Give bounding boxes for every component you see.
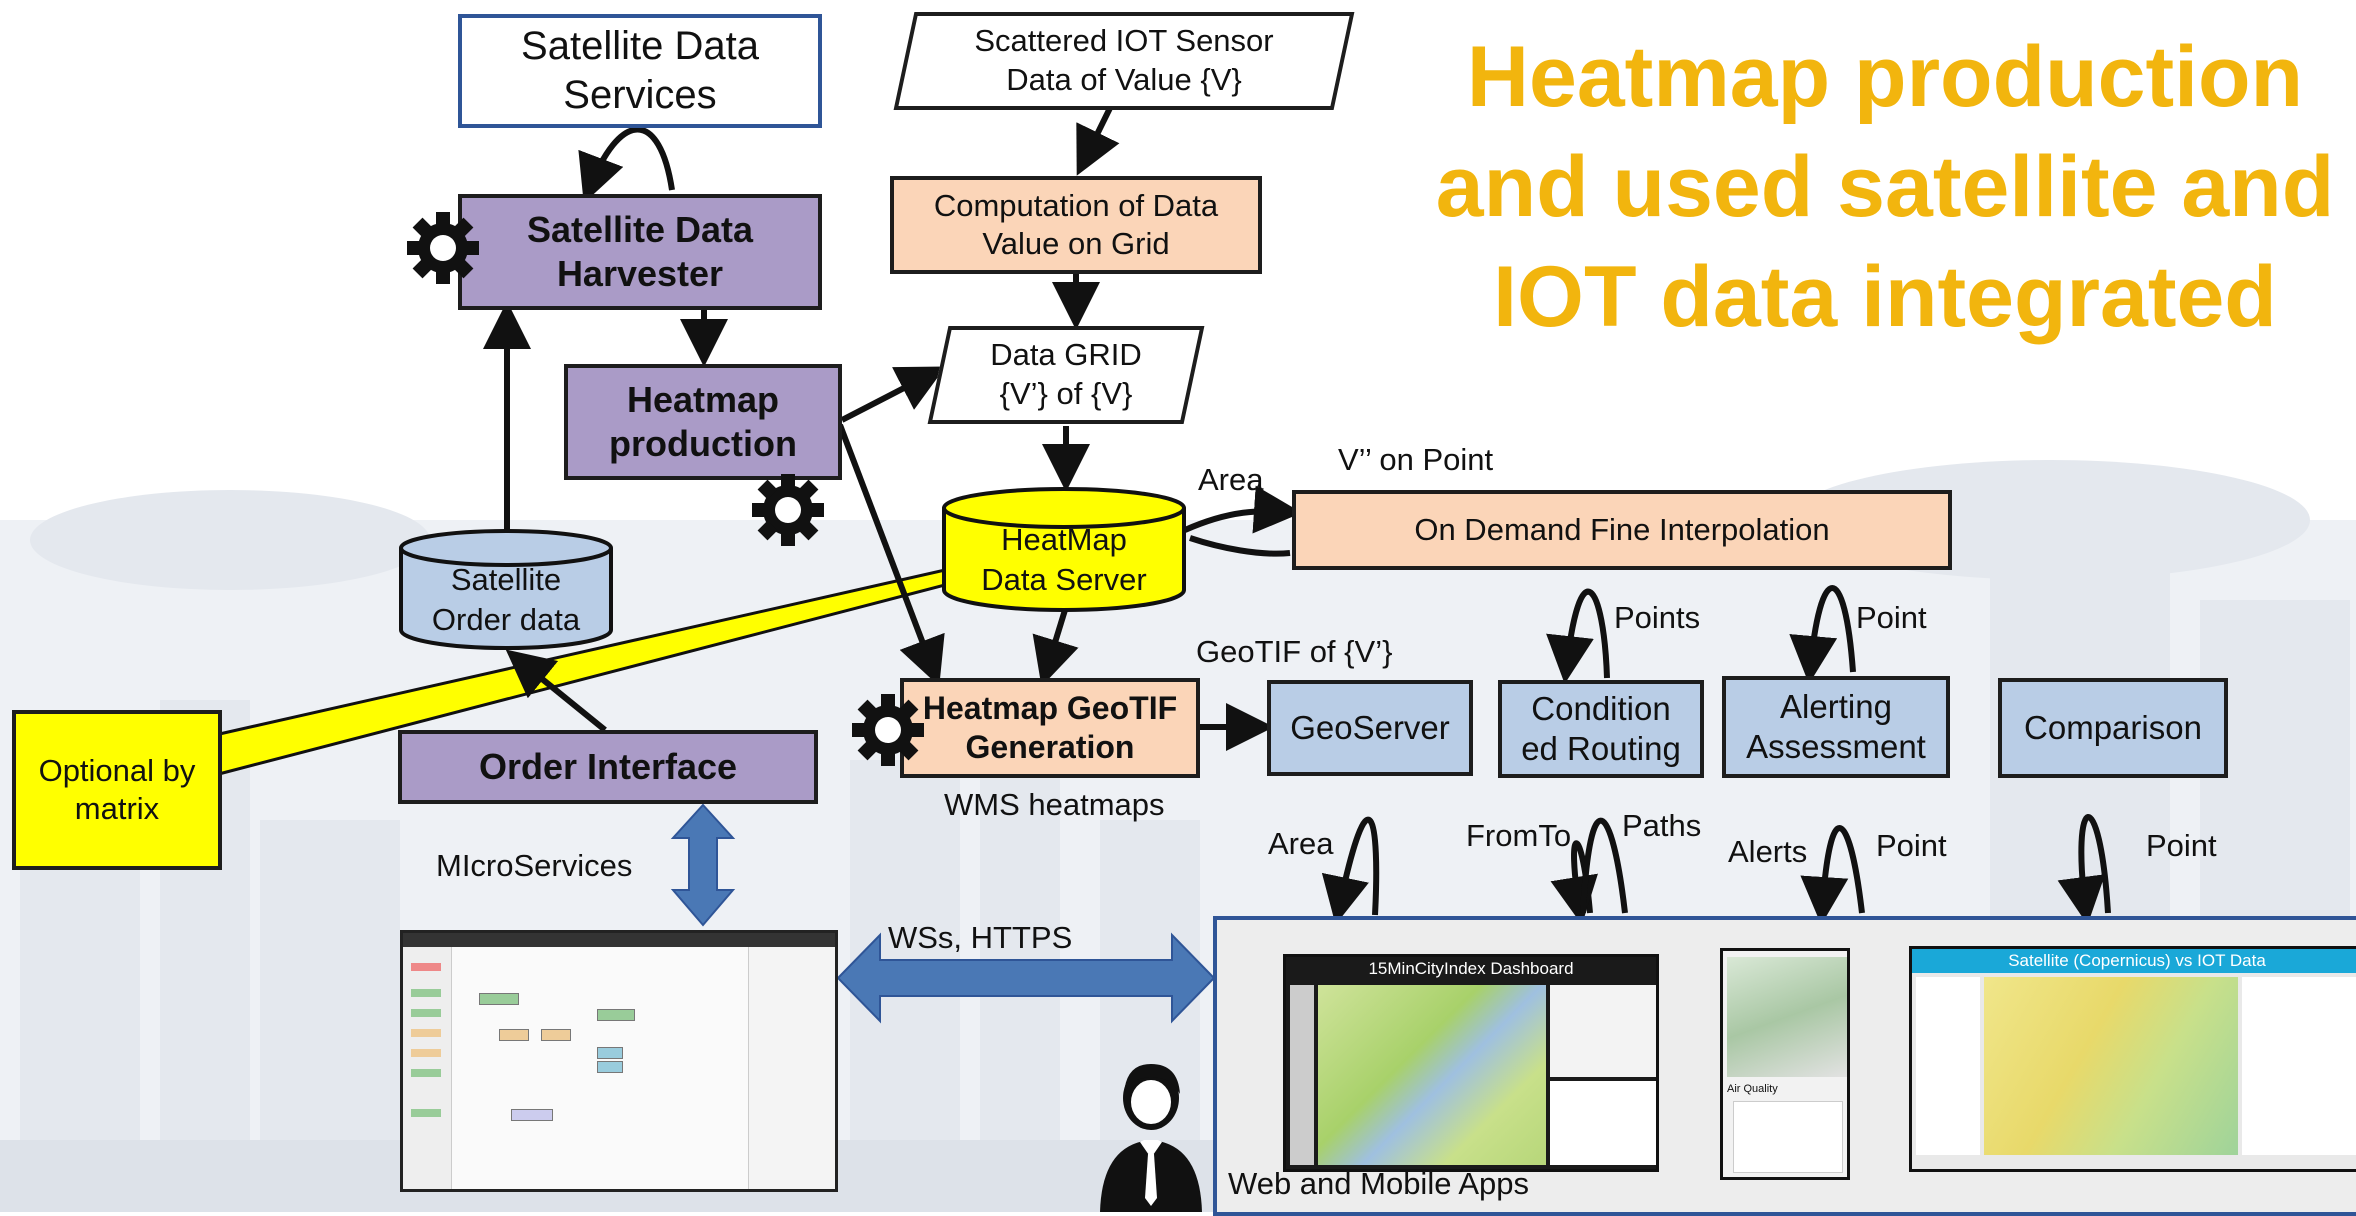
edge-server-interpolation bbox=[1183, 485, 1302, 534]
comparison-box: Comparison bbox=[1998, 678, 2228, 778]
edge-interpolation-server bbox=[1189, 535, 1291, 557]
edge-routing-points bbox=[1546, 588, 1610, 684]
mobile-label: Air Quality bbox=[1727, 1083, 1778, 1095]
web-mobile-apps-panel: 15MinCityIndex Dashboard Air Quality Sat… bbox=[1213, 916, 2356, 1216]
edge-routing-fromto bbox=[1580, 817, 1628, 914]
edge-production-geotif bbox=[837, 423, 945, 687]
on-demand-interpolation-box: On Demand Fine Interpolation bbox=[1292, 490, 1952, 570]
title-line-2: and used satellite and bbox=[1435, 139, 2335, 236]
computation-box: Computation of Data Value on Grid bbox=[890, 176, 1262, 274]
title-line-3: IOT data integrated bbox=[1493, 249, 2277, 346]
point-alerting-label: Point bbox=[1876, 828, 1947, 863]
area-top-label: Area bbox=[1198, 462, 1264, 497]
geoserver-box: GeoServer bbox=[1267, 680, 1473, 776]
order-interface-box: Order Interface bbox=[398, 730, 818, 804]
heatmap-production-box: Heatmap production bbox=[564, 364, 842, 480]
edge-geoserver-area bbox=[1321, 816, 1380, 925]
satellite-data-services-box: Satellite Data Services bbox=[458, 14, 822, 128]
heatmap-data-server-cylinder: HeatMap Data Server bbox=[941, 486, 1187, 612]
edge-production-grid bbox=[840, 366, 946, 423]
edge-alerting-point bbox=[1789, 585, 1856, 684]
paths-label: Paths bbox=[1622, 808, 1702, 843]
heatmap-geotif-generation-box: Heatmap GeoTIF Generation bbox=[900, 678, 1200, 778]
alerting-assessment-box: Alerting Assessment bbox=[1722, 676, 1950, 778]
edge-sensor-computation bbox=[1076, 106, 1120, 176]
microservices-label: MIcroServices bbox=[436, 848, 633, 883]
data-grid-parallelogram: Data GRID {V’} of {V} bbox=[927, 326, 1205, 424]
wms-heatmaps-label: WMS heatmaps bbox=[944, 787, 1165, 822]
gear-icon bbox=[852, 694, 924, 766]
mobile-screenshot: Air Quality bbox=[1720, 948, 1850, 1180]
dashboard-title: 15MinCityIndex Dashboard bbox=[1368, 959, 1574, 978]
heatmap-data-server-label: HeatMap Data Server bbox=[981, 522, 1147, 598]
sensor-data-label: Scattered IOT Sensor Data of Value {V} bbox=[974, 23, 1274, 97]
area-bottom-label: Area bbox=[1268, 826, 1334, 861]
satellite-vs-iot-title: Satellite (Copernicus) vs IOT Data bbox=[1912, 949, 2356, 973]
edge-alerting-alerts bbox=[1800, 825, 1865, 925]
point-comparison-label: Point bbox=[2146, 828, 2217, 863]
data-grid-label: Data GRID {V’} of {V} bbox=[990, 337, 1142, 411]
alerts-label: Alerts bbox=[1728, 834, 1808, 869]
title-line-1: Heatmap production bbox=[1466, 29, 2304, 125]
gear-icon bbox=[752, 474, 824, 546]
fromto-label: FromTo bbox=[1466, 818, 1572, 853]
optional-by-matrix-box: Optional by matrix bbox=[12, 710, 222, 870]
person-icon bbox=[1100, 1064, 1202, 1212]
edge-interface-orderdata bbox=[505, 649, 607, 733]
satellite-data-harvester-box: Satellite Data Harvester bbox=[458, 194, 822, 310]
gear-icon bbox=[407, 212, 479, 284]
web-mobile-apps-label: Web and Mobile Apps bbox=[1228, 1166, 1530, 1201]
v-on-point-label: V’’ on Point bbox=[1338, 442, 1494, 477]
points-label: Points bbox=[1614, 600, 1701, 635]
node-red-editor-screenshot bbox=[400, 930, 838, 1192]
wss-https-label: WSs, HTTPS bbox=[888, 920, 1073, 955]
satellite-order-data-label: Satellite Order data bbox=[431, 561, 581, 637]
satellite-vs-iot-screenshot: Satellite (Copernicus) vs IOT Data bbox=[1909, 946, 2356, 1172]
point-alert-label: Point bbox=[1856, 600, 1927, 635]
microservices-double-arrow bbox=[670, 803, 736, 927]
dashboard-screenshot: 15MinCityIndex Dashboard bbox=[1283, 954, 1659, 1172]
page-title: Heatmap production and used satellite an… bbox=[1385, 22, 2356, 352]
sensor-data-parallelogram: Scattered IOT Sensor Data of Value {V} bbox=[893, 12, 1355, 110]
edge-harvester-services bbox=[578, 126, 675, 204]
geotif-of-label: GeoTIF of {V’} bbox=[1196, 634, 1393, 669]
edge-server-geotif bbox=[1032, 609, 1079, 687]
satellite-order-data-cylinder: Satellite Order data bbox=[398, 528, 614, 650]
conditioned-routing-box: Condition ed Routing bbox=[1498, 680, 1704, 778]
edge-comparison-point bbox=[2057, 814, 2111, 925]
